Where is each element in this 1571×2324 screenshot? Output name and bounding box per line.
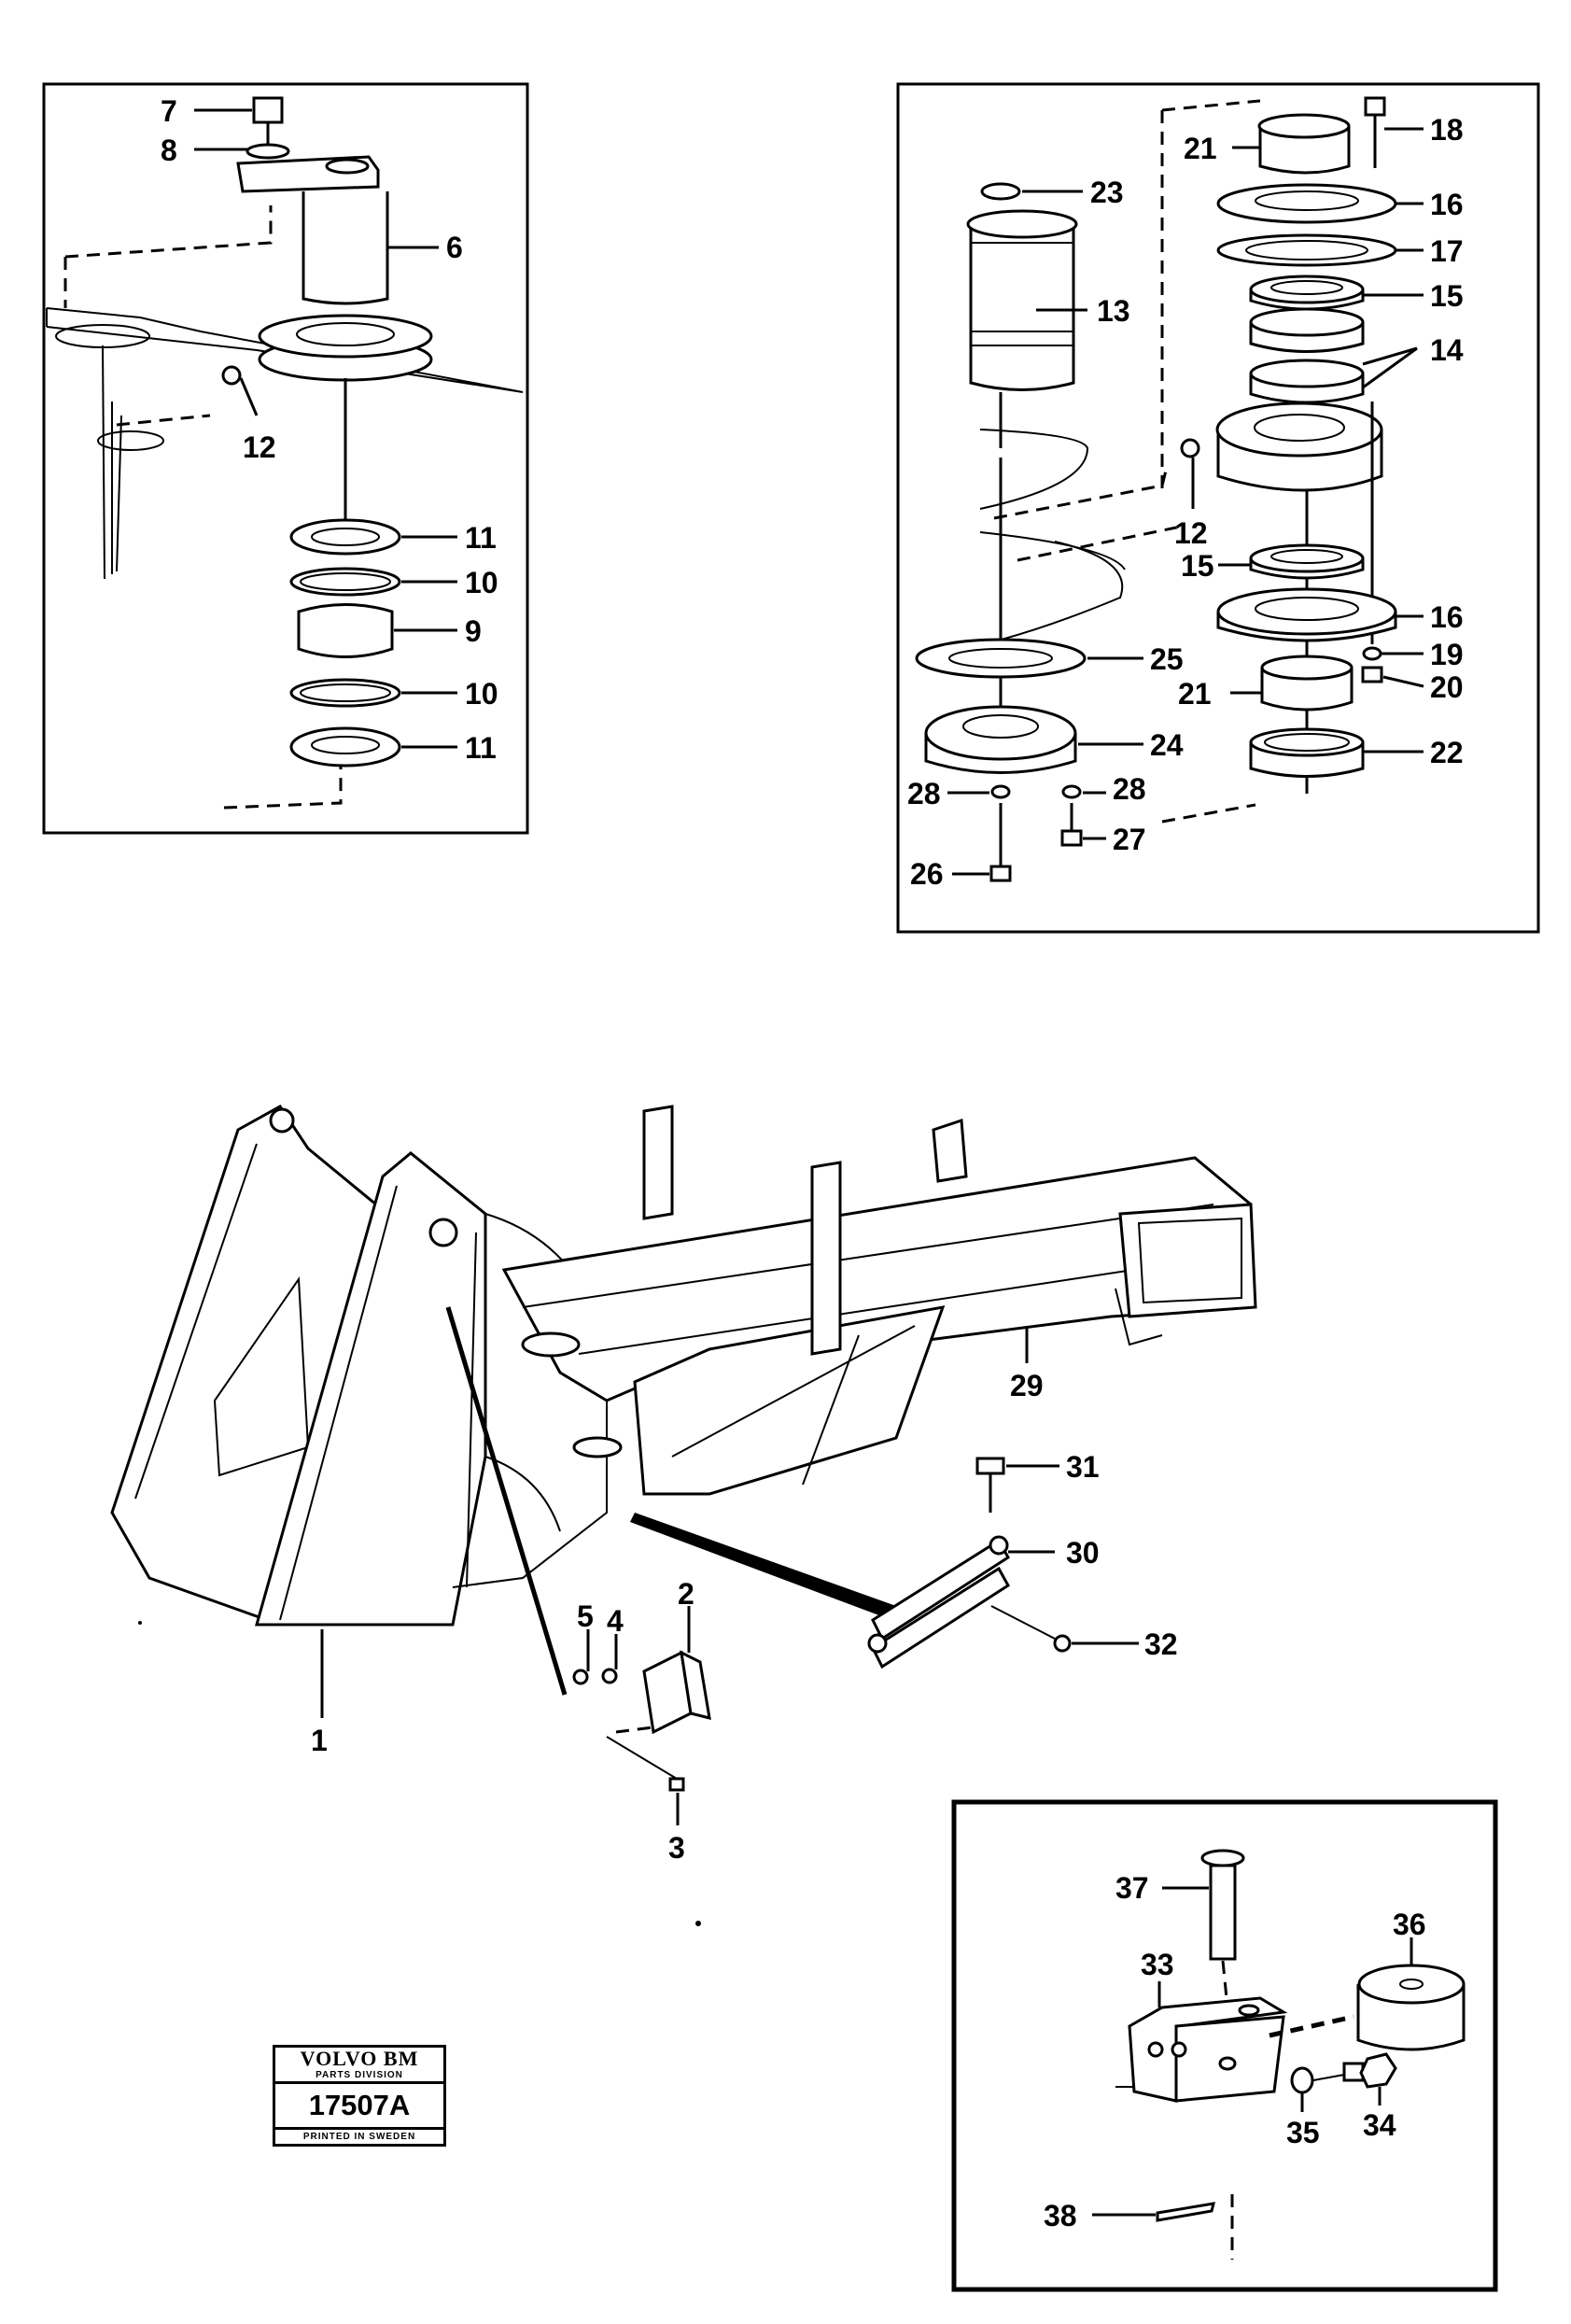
callout-18: 18 <box>1430 113 1464 147</box>
callout-23: 23 <box>1090 176 1124 209</box>
callout-36: 36 <box>1393 1908 1426 1941</box>
callout-28: 28 <box>907 777 941 810</box>
stamp-footer: PRINTED IN SWEDEN <box>302 2132 416 2142</box>
callout-5: 5 <box>577 1599 594 1633</box>
callout-16: 16 <box>1430 188 1464 221</box>
callout-22: 22 <box>1430 736 1464 769</box>
callout-11: 11 <box>465 521 497 555</box>
callout-32: 32 <box>1144 1627 1178 1661</box>
callout-8: 8 <box>161 134 177 167</box>
callout-17: 17 <box>1430 234 1464 268</box>
callout-11: 11 <box>465 731 497 765</box>
callout-10: 10 <box>465 677 498 711</box>
callout-13: 13 <box>1097 294 1130 328</box>
panel-king-pin-assembly: 7 8 6 12 11 10 9 10 11 <box>42 82 529 835</box>
volvo-bm-stamp: VOLVO BM PARTS DIVISION 17507A PRINTED I… <box>273 2045 446 2147</box>
stamp-brand: VOLVO BM <box>300 2047 419 2070</box>
callout-7: 7 <box>161 94 177 128</box>
callout-31: 31 <box>1066 1450 1100 1484</box>
main-chassis-view: 1 29 31 30 32 5 4 2 3 <box>110 1105 1257 1865</box>
callout-9: 9 <box>465 614 482 648</box>
callout-20: 20 <box>1430 670 1464 704</box>
callout-2: 2 <box>678 1577 694 1611</box>
callout-38: 38 <box>1044 2199 1077 2232</box>
callout-33: 33 <box>1141 1948 1174 1981</box>
callout-21: 21 <box>1184 132 1217 165</box>
callout-29: 29 <box>1010 1369 1044 1402</box>
callout-1: 1 <box>311 1724 328 1757</box>
panel-pivot-assembly: 23 13 25 24 28 28 26 27 21 18 16 17 15 1… <box>896 82 1540 934</box>
callout-3: 3 <box>668 1831 685 1865</box>
stamp-division: PARTS DIVISION <box>275 2070 443 2084</box>
callout-15: 15 <box>1430 279 1464 313</box>
callout-19: 19 <box>1430 638 1464 671</box>
callout-26: 26 <box>910 857 944 891</box>
callout-35: 35 <box>1286 2116 1320 2149</box>
callout-10: 10 <box>465 566 498 599</box>
callout-16: 16 <box>1430 600 1464 634</box>
callout-21: 21 <box>1178 677 1212 711</box>
callout-34: 34 <box>1363 2108 1396 2142</box>
panel-stop-bracket: 37 33 36 35 34 38 <box>951 1799 1498 2292</box>
callout-37: 37 <box>1115 1871 1149 1905</box>
callout-12: 12 <box>1174 516 1208 550</box>
callout-15: 15 <box>1181 549 1214 583</box>
callout-14: 14 <box>1430 333 1464 367</box>
callout-27: 27 <box>1113 823 1146 856</box>
callout-25: 25 <box>1150 642 1184 676</box>
callout-30: 30 <box>1066 1536 1100 1570</box>
callout-12: 12 <box>243 430 276 464</box>
stamp-number: 17507A <box>275 2084 443 2130</box>
callout-6: 6 <box>446 231 463 264</box>
callout-24: 24 <box>1150 728 1184 762</box>
callout-28: 28 <box>1113 772 1146 806</box>
callout-4: 4 <box>607 1604 624 1638</box>
